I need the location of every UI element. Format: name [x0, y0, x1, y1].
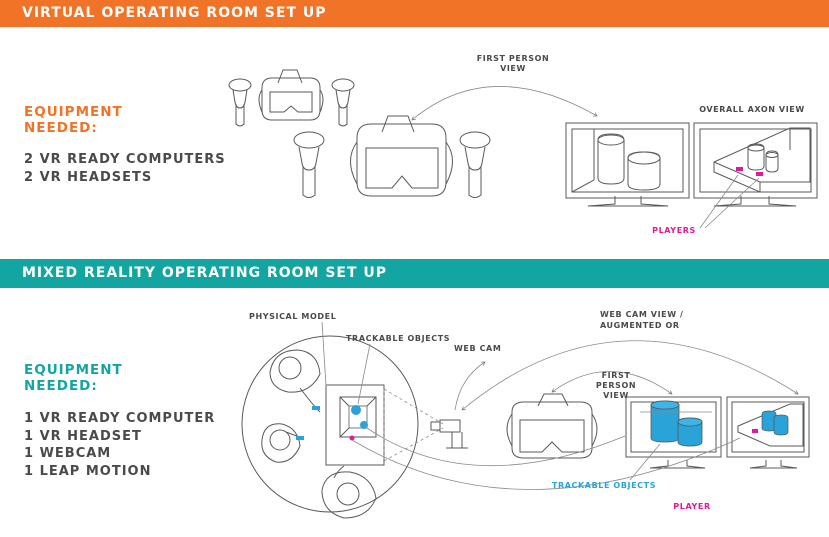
players-pointer-line — [699, 174, 739, 229]
controller-marker — [312, 406, 320, 410]
virtual-equipment-title-line1: EQUIPMENT — [24, 104, 123, 120]
physical-model-box — [339, 396, 377, 438]
trackable-objects-label: TRACKABLE OBJECTS — [346, 334, 450, 343]
mixed-equipment-list: 1 VR READY COMPUTER 1 VR HEADSET 1 WEBCA… — [24, 410, 215, 480]
trackable-objects-pointer — [357, 343, 371, 405]
webcam-pointer — [454, 361, 486, 411]
trackable-objects-label-2: TRACKABLE OBJECTS — [552, 481, 656, 490]
person-left-icon — [261, 423, 303, 463]
player-connection-curve — [351, 437, 741, 490]
virtual-equipment-item: 2 VR HEADSETS — [24, 169, 153, 185]
mixed-web-cam-view-monitor — [726, 396, 810, 469]
player-marker — [349, 435, 355, 441]
virtual-equipment-list: 2 VR READY COMPUTERS 2 VR HEADSETS — [24, 151, 226, 186]
overall-axon-view-monitor — [693, 122, 818, 207]
vr-controller-left-large-icon — [293, 131, 325, 198]
mixed-first-person-monitor — [625, 396, 722, 469]
web-cam-view-label-line1: WEB CAM VIEW / — [600, 310, 684, 319]
physical-model-label: PHYSICAL MODEL — [249, 312, 336, 321]
web-cam-label: WEB CAM — [454, 344, 501, 353]
first-person-view-monitor — [565, 122, 690, 207]
person-bottom-icon — [321, 465, 377, 519]
players-pointer-line — [704, 177, 760, 229]
vr-controller-right-small-icon — [331, 78, 355, 127]
players-label: PLAYERS — [652, 226, 696, 235]
mixed-equipment-item: 1 WEBCAM — [24, 446, 112, 461]
virtual-equipment-title-line2: NEEDED: — [24, 120, 98, 136]
overall-axon-view-label: OVERALL AXON VIEW — [699, 105, 805, 114]
mixed-equipment-item: 1 VR READY COMPUTER — [24, 411, 216, 426]
vr-controller-left-small-icon — [228, 78, 252, 127]
round-table-outline — [241, 335, 419, 513]
vr-headset-large-icon — [350, 115, 453, 197]
player-label: PLAYER — [673, 502, 710, 511]
player-marker — [752, 429, 758, 433]
mixed-first-person-label-line1: FIRST — [602, 371, 631, 380]
first-person-label-line1: FIRST PERSON — [477, 54, 550, 63]
trackable-connection-curve — [363, 425, 626, 467]
webcam-icon — [430, 419, 468, 449]
mixed-equipment-item: 1 VR HEADSET — [24, 428, 142, 444]
mixed-equipment-item: 1 LEAP MOTION — [24, 463, 152, 479]
web-cam-view-arrow — [461, 340, 799, 411]
player-marker — [756, 172, 763, 176]
web-cam-view-label-line2: AUGMENTED OR — [600, 321, 680, 330]
mixed-equipment-title: EQUIPMENT NEEDED: — [24, 362, 123, 394]
first-person-arrow — [411, 86, 598, 121]
player-marker — [736, 167, 743, 171]
mixed-first-person-label-line3: VIEW — [603, 391, 629, 400]
vr-headset-mixed-icon — [506, 393, 598, 459]
virtual-equipment-title: EQUIPMENT NEEDED: — [24, 104, 123, 136]
webcam-frustum — [383, 388, 444, 462]
vr-headset-small-icon — [258, 69, 324, 121]
virtual-section-banner: VIRTUAL OPERATING ROOM SET UP — [0, 0, 829, 27]
controller-marker — [296, 436, 304, 440]
mixed-equipment-title-line2: NEEDED: — [24, 378, 98, 394]
virtual-equipment-item: 2 VR READY COMPUTERS — [24, 152, 226, 167]
mixed-section-banner: MIXED REALITY OPERATING ROOM SET UP — [0, 259, 829, 288]
first-person-label-line2: VIEW — [500, 64, 526, 73]
vr-controller-right-large-icon — [459, 131, 491, 198]
mixed-equipment-title-line1: EQUIPMENT — [24, 362, 123, 378]
mixed-first-person-label-line2: PERSON — [596, 381, 636, 390]
mixed-first-person-arrow — [551, 371, 673, 395]
person-top-icon — [269, 349, 321, 413]
physical-model-pointer — [321, 321, 327, 387]
trackable-objects-pointer-2 — [629, 443, 661, 481]
trackable-object-marker — [351, 405, 361, 415]
